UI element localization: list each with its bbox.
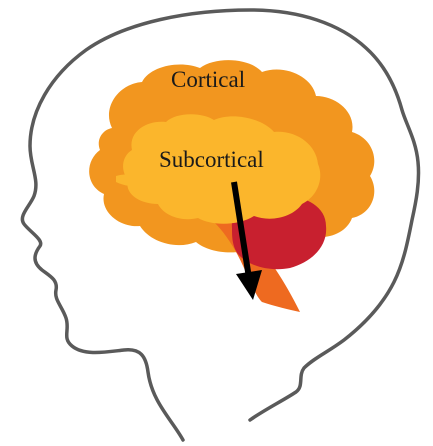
cortical-label: Cortical <box>171 67 245 92</box>
subcortical-label: Subcortical <box>159 147 264 172</box>
